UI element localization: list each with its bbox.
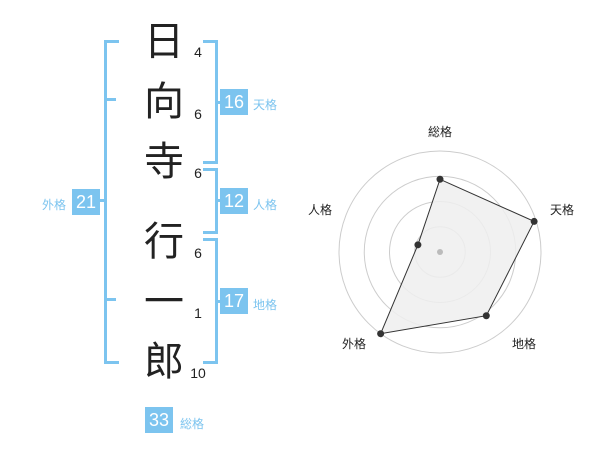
radar-point-3 [482, 312, 490, 320]
radar-label-gaikaku: 外格 [342, 337, 367, 351]
jinkaku-badge: 12 [220, 188, 248, 214]
gaikaku-connector [99, 199, 105, 202]
jinkaku-connector [215, 199, 221, 202]
name-char-1: 日 [144, 19, 184, 65]
stroke-count-4: 6 [194, 245, 202, 261]
name-char-2: 向 [144, 79, 184, 125]
chikaku-connector [215, 300, 221, 303]
soukaku-label: 総格 [180, 417, 205, 431]
radar-label-soukaku: 総格 [428, 125, 453, 139]
gaikaku-bracket [104, 40, 119, 364]
name-char-5: 一 [144, 279, 184, 325]
radar-area [379, 178, 535, 335]
stroke-count-2: 6 [194, 106, 202, 122]
name-char-4: 行 [144, 219, 184, 265]
radar-label-chikaku: 地格 [512, 337, 537, 351]
stroke-count-3: 6 [194, 165, 202, 181]
radar-point-4 [377, 330, 385, 338]
radar-label-tenkaku: 天格 [550, 203, 575, 217]
gaikaku-divider [104, 298, 116, 301]
radar-point-2 [530, 217, 538, 225]
tenkaku-badge: 16 [220, 89, 248, 115]
chikaku-label: 地格 [253, 298, 278, 312]
name-char-3: 寺 [144, 139, 184, 185]
stroke-count-6: 10 [190, 365, 206, 381]
radar-point-1 [436, 175, 444, 183]
jinkaku-label: 人格 [253, 198, 278, 212]
name-char-6: 郎 [144, 339, 184, 385]
soukaku-badge: 33 [145, 407, 173, 433]
radar-ring [338, 150, 542, 354]
radar-point-5 [414, 241, 422, 249]
stroke-count-1: 4 [194, 44, 202, 60]
stroke-count-5: 1 [194, 305, 202, 321]
gaikaku-divider [104, 98, 116, 101]
gaikaku-badge: 21 [72, 189, 100, 215]
chikaku-badge: 17 [220, 288, 248, 314]
radar-label-jinkaku: 人格 [308, 203, 333, 217]
tenkaku-connector [215, 101, 221, 104]
radar-center [437, 249, 443, 255]
tenkaku-label: 天格 [253, 98, 278, 112]
gaikaku-label: 外格 [42, 198, 67, 212]
